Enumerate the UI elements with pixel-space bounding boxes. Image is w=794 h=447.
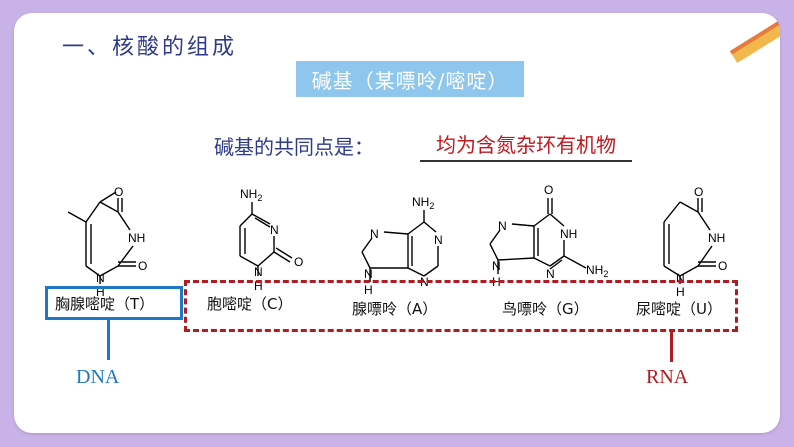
base-label-thymine: 胸腺嘧啶（T） bbox=[55, 295, 155, 313]
adenine-n1: N bbox=[370, 227, 379, 241]
cytosine-n: N bbox=[270, 223, 279, 237]
guanine-o: O bbox=[544, 183, 553, 197]
slide-card: 一、核酸的组成 碱基（某嘌呤/嘧啶） 碱基的共同点是： 均为含氮杂环有机物 bbox=[14, 13, 780, 433]
uracil-o-right: O bbox=[718, 259, 727, 273]
uracil-structure: O O NH N H bbox=[663, 185, 727, 299]
cytosine-structure: NH2 N O N H bbox=[239, 187, 303, 293]
thymine-o-right: O bbox=[138, 259, 147, 273]
dna-label: DNA bbox=[76, 366, 120, 388]
base-label-cytosine: 胞嘧啶（C） bbox=[207, 295, 293, 313]
page-title: 一、核酸的组成 bbox=[62, 35, 238, 60]
thymine-n-bottom: N bbox=[96, 271, 105, 285]
adenine-h: H bbox=[364, 283, 373, 297]
adenine-n4: N bbox=[364, 267, 373, 281]
cytosine-n-bottom: N bbox=[254, 265, 263, 279]
uracil-o-top: O bbox=[694, 185, 703, 199]
cytosine-h-bottom: H bbox=[254, 279, 263, 293]
rna-bases-frame bbox=[184, 280, 738, 332]
pencil-decoration-icon bbox=[729, 14, 780, 64]
cytosine-o: O bbox=[294, 255, 303, 269]
thymine-structure: O O NH N H bbox=[67, 185, 147, 299]
guanine-nh2: NH2 bbox=[586, 263, 608, 279]
rna-label: RNA bbox=[646, 366, 689, 388]
cytosine-nh2: NH2 bbox=[240, 187, 262, 203]
base-label-guanine: 鸟嘌呤（G） bbox=[502, 300, 589, 318]
dna-connector bbox=[107, 320, 110, 360]
uracil-h-bottom: H bbox=[676, 285, 685, 299]
guanine-n1: N bbox=[498, 219, 507, 233]
base-label-adenine: 腺嘌呤（A） bbox=[352, 300, 438, 318]
adenine-n2: N bbox=[434, 233, 443, 247]
adenine-nh2: NH2 bbox=[412, 195, 434, 211]
thymine-h-bottom: H bbox=[96, 285, 105, 299]
guanine-nh: NH bbox=[560, 227, 577, 241]
uracil-nh: NH bbox=[708, 231, 725, 245]
common-point-answer: 均为含氮杂环有机物 bbox=[420, 129, 632, 162]
thymine-o-top: O bbox=[114, 185, 123, 199]
dna-only-frame bbox=[45, 286, 183, 320]
section-banner: 碱基（某嘌呤/嘧啶） bbox=[296, 61, 524, 97]
guanine-n2: N bbox=[546, 267, 555, 281]
common-point-label: 碱基的共同点是： bbox=[214, 135, 374, 159]
base-label-uracil: 尿嘧啶（U） bbox=[636, 300, 722, 318]
guanine-n3: N bbox=[492, 259, 501, 273]
uracil-n-bottom: N bbox=[676, 271, 685, 285]
thymine-nh: NH bbox=[128, 231, 145, 245]
rna-connector bbox=[670, 332, 673, 362]
